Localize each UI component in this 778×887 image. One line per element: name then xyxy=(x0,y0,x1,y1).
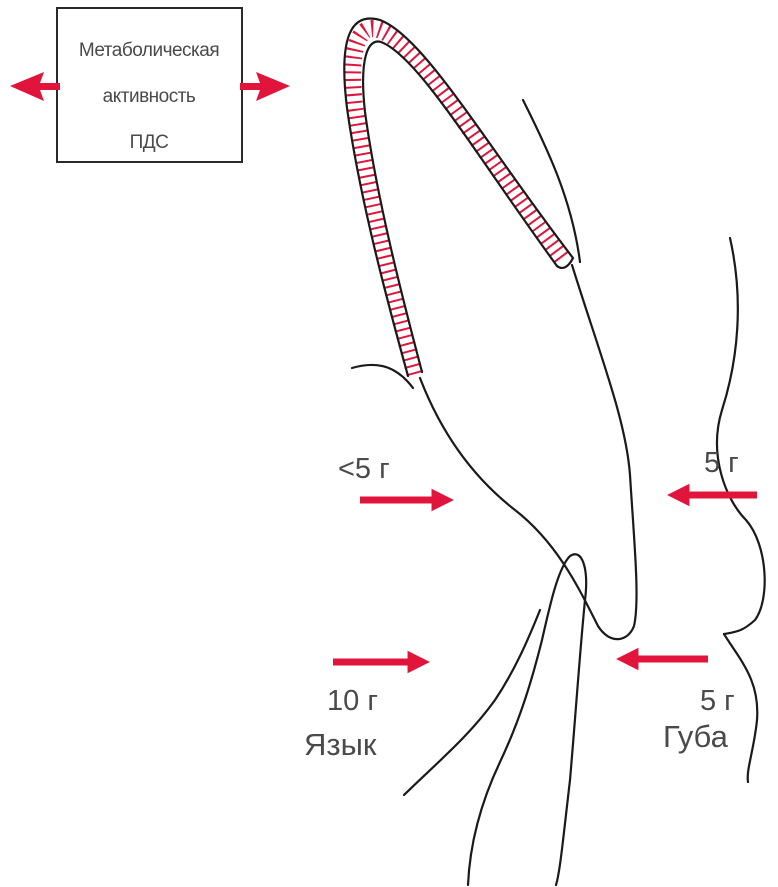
tongue-force-upper-label: <5 г xyxy=(338,453,390,485)
lip-upper-contour xyxy=(717,238,765,634)
labial-gingiva xyxy=(523,100,580,262)
tongue-force-lower-label: 10 г xyxy=(327,685,378,717)
alveolar-bone-palatal xyxy=(352,365,413,388)
box-line-2: активность xyxy=(103,86,196,107)
box-right-arrow xyxy=(240,72,290,101)
upper-incisor xyxy=(420,265,637,639)
box-left-arrow xyxy=(10,72,60,101)
box-line-3: ПДС xyxy=(130,132,169,153)
box-line-1: Метаболическая xyxy=(79,40,219,61)
lip-label: Губа xyxy=(663,719,729,754)
tongue-label: Язык xyxy=(304,727,377,762)
lip-force-upper-label: 5 г xyxy=(704,447,739,479)
lip-force-lower-label: 5 г xyxy=(700,685,735,717)
periodontal-ligament xyxy=(353,28,565,374)
lower-lingual-tissue xyxy=(404,610,540,795)
lower-incisor xyxy=(468,554,586,885)
ligament-bottom-cap xyxy=(557,258,573,268)
